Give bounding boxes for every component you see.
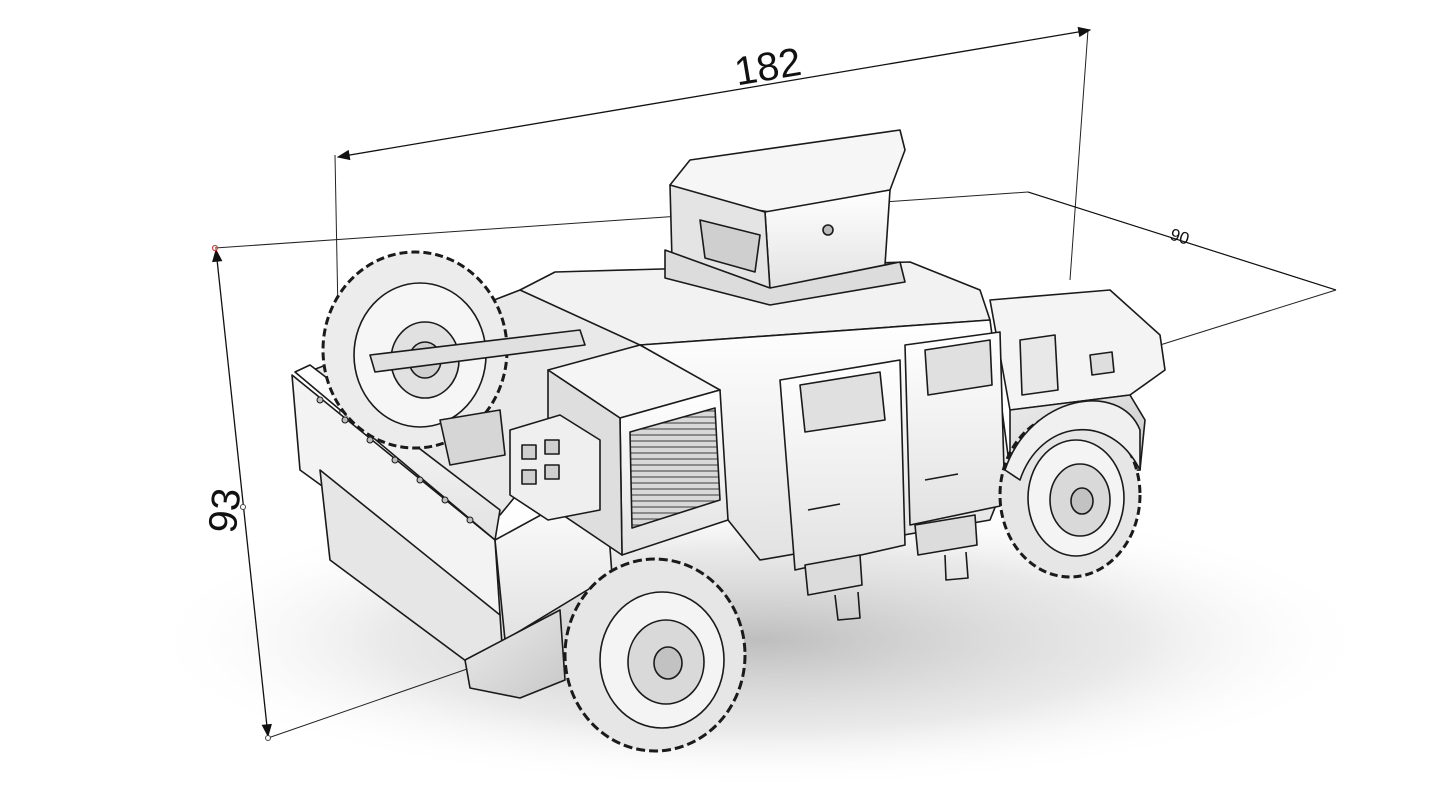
armored-vehicle [291,129,1166,753]
ammo-slot [521,444,537,460]
width-label: 90 [1168,225,1192,249]
spare-tire-bracket [439,409,506,466]
dimension-pin [211,244,219,252]
side-step [804,554,863,596]
door-handle [924,473,959,481]
front-door-window [924,339,993,396]
rear-wheel [563,557,747,753]
ammo-slot [544,439,560,455]
side-mirror [1019,334,1059,396]
turret-base [664,249,906,306]
front-hood [989,289,1166,411]
side-step-rail [834,591,861,621]
rear-door-window [799,371,886,433]
rear-step-box [464,609,566,699]
spare-tire-bracket [369,329,586,373]
bed-bolts [316,396,474,524]
length-label: 182 [731,40,804,94]
ammo-slot [544,464,560,480]
front-wheel [998,411,1142,579]
headlight-guard [1089,351,1115,376]
turret-seat [699,219,761,273]
door-handle [807,503,841,511]
ammo-slot [521,469,537,485]
height-label: 93 [201,486,250,535]
dimension-pin [265,735,271,741]
front-fender [1004,400,1141,481]
engine-grille [629,407,721,529]
side-step [914,514,978,556]
side-step-rail [944,551,969,581]
dimension-pin [240,504,246,510]
turret-latch [822,224,834,236]
